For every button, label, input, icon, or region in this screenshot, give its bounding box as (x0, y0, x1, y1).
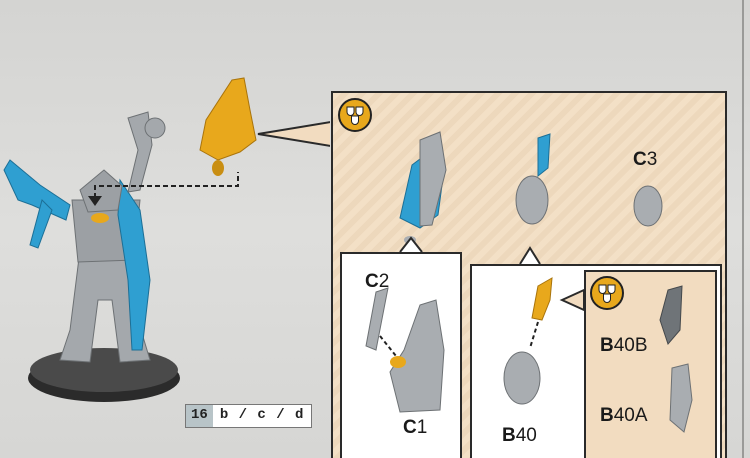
step-sprues: b / c / d (213, 405, 312, 427)
label-c2: C2 (365, 272, 389, 291)
label-c3: C3 (633, 150, 657, 169)
step-indicator: 16 b / c / d (185, 404, 312, 428)
label-b40: B40 (502, 426, 537, 445)
step-number: 16 (186, 405, 213, 427)
label-b40a: B40A (600, 406, 648, 425)
multi-part-assembly-icon (590, 276, 624, 310)
label-c1: C1 (403, 418, 427, 437)
multi-part-assembly-icon (338, 98, 372, 132)
label-b40b: B40B (600, 336, 648, 355)
